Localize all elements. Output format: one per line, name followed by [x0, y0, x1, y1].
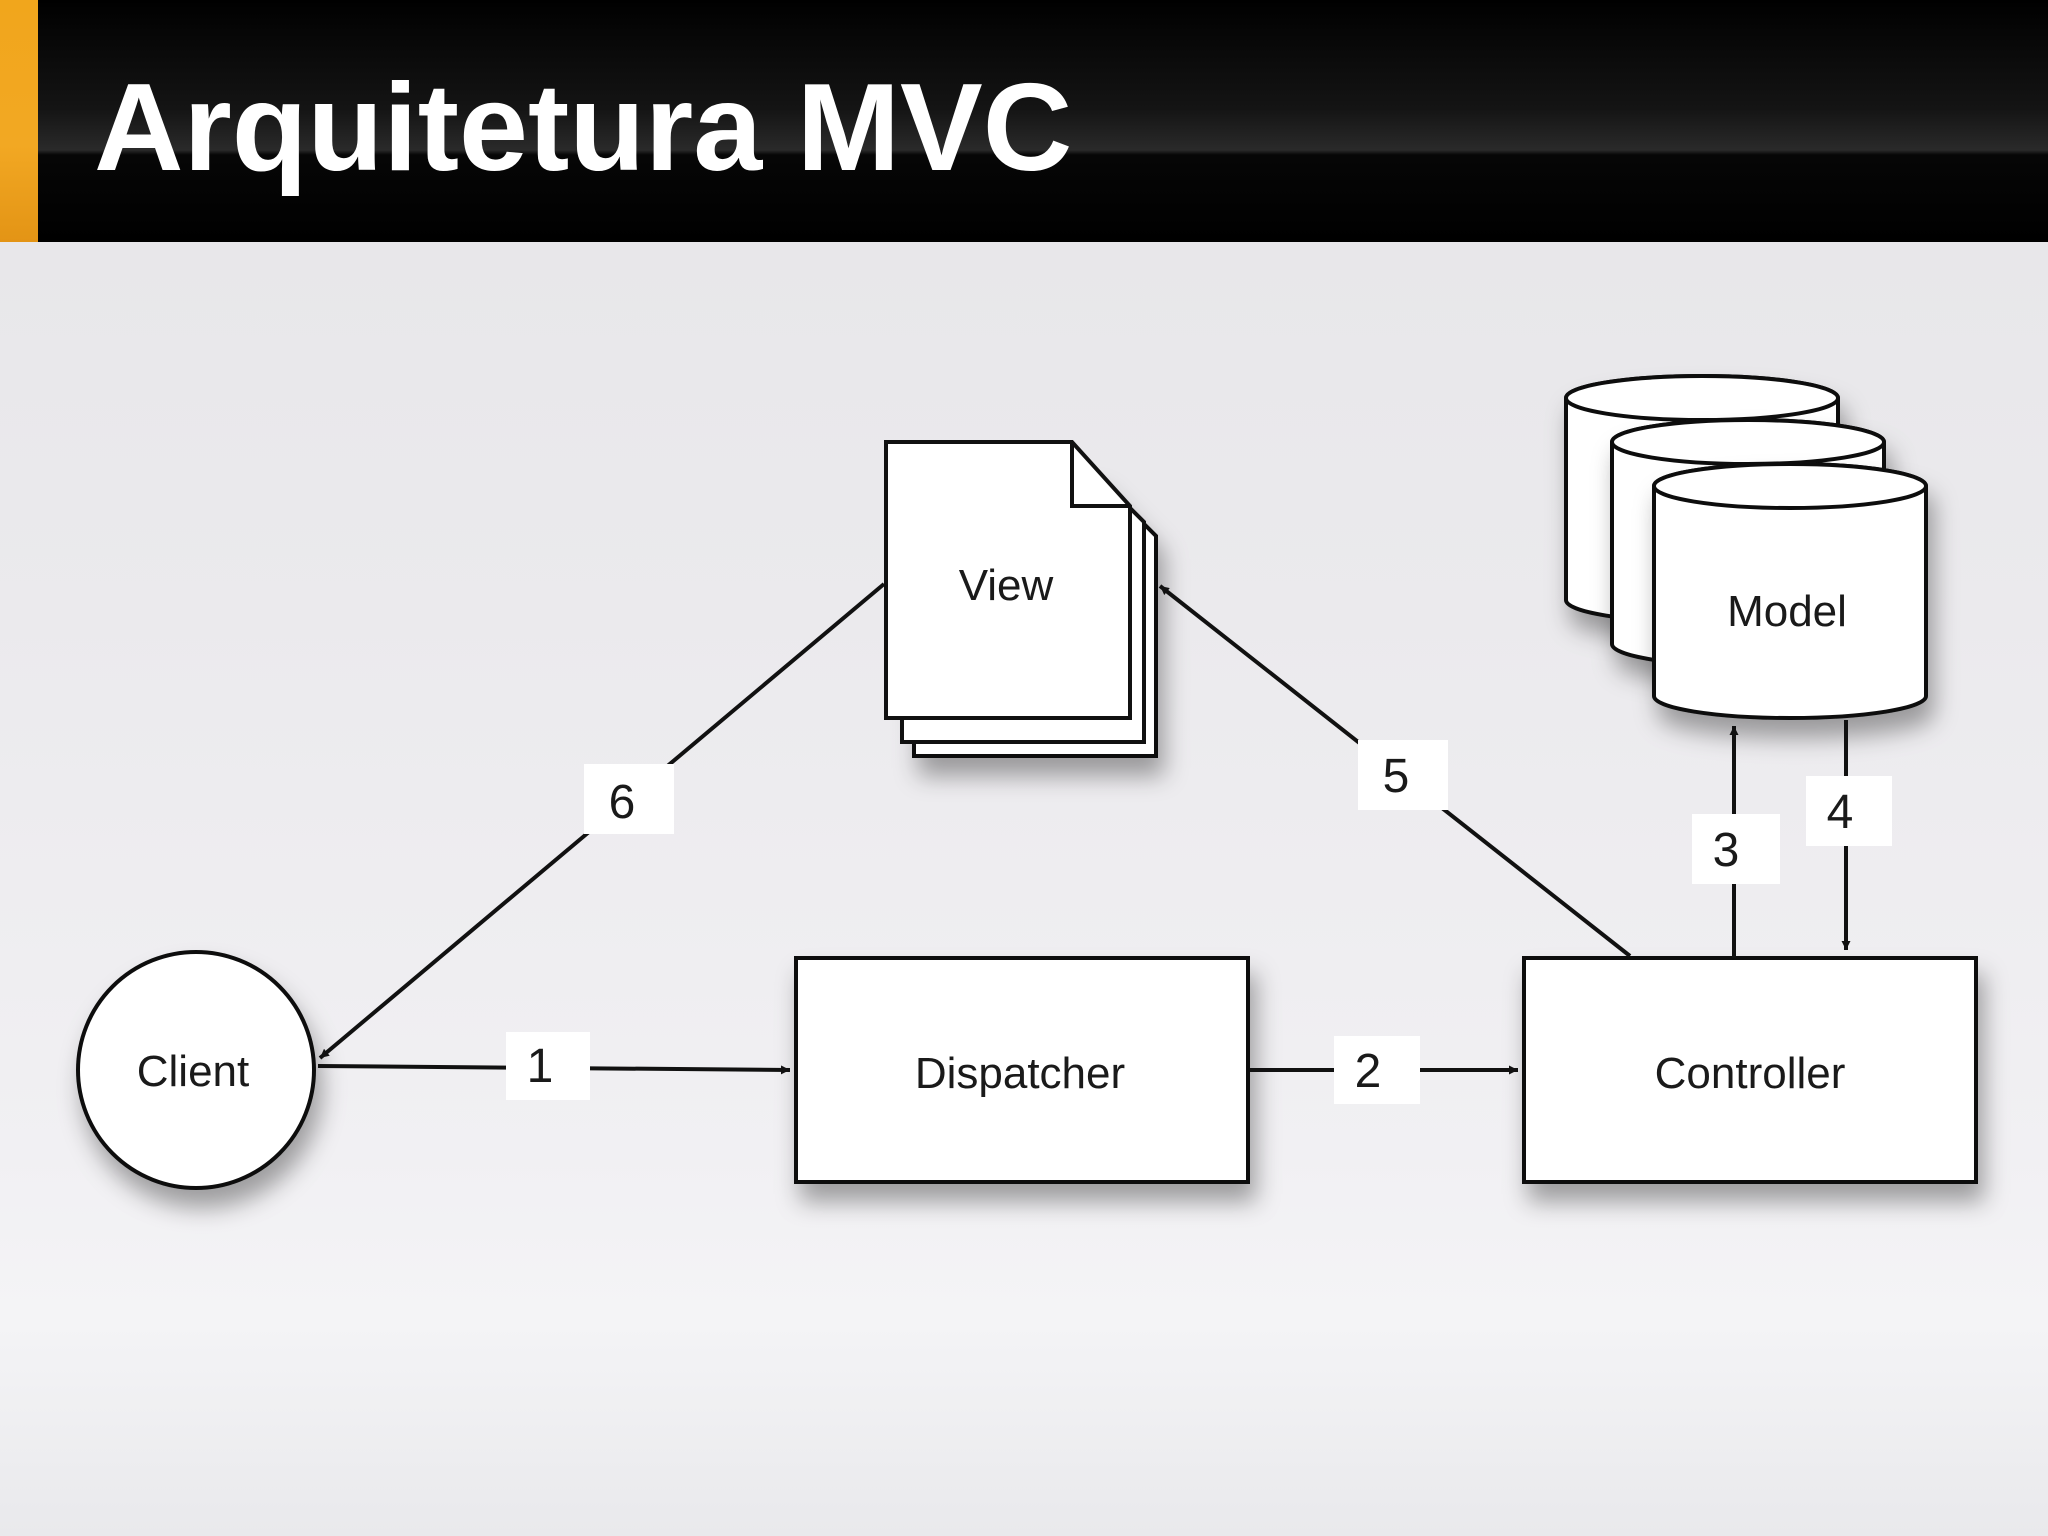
edge-model-controller: 4: [1806, 720, 1892, 950]
edge-5-label-bg: [1358, 740, 1448, 810]
accent-bar: [0, 0, 38, 242]
edge-1-label-bg: [506, 1032, 590, 1100]
edge-controller-view: 5: [1158, 584, 1632, 958]
model-cylinder-front: [1652, 462, 1928, 720]
controller-node: Controller: [1522, 956, 1978, 1184]
model-label: Model: [1727, 587, 1847, 636]
edge-3-label: 3: [1713, 824, 1740, 877]
edge-2-label-bg: [1334, 1036, 1420, 1104]
title-bar: [0, 0, 2048, 242]
dispatcher-node: Dispatcher: [794, 956, 1250, 1184]
view-node: View: [884, 440, 1158, 758]
edge-client-dispatcher: 1: [317, 1032, 791, 1100]
slide-title: Arquitetura MVC: [94, 59, 1073, 197]
edge-4-label: 4: [1827, 786, 1854, 839]
client-node: Client: [76, 950, 316, 1190]
edge-6-label: 6: [609, 776, 636, 829]
edge-dispatcher-controller: 2: [1250, 1036, 1518, 1104]
controller-label: Controller: [1655, 1049, 1846, 1098]
edge-view-client: 6: [318, 582, 886, 1060]
edge-2-label: 2: [1355, 1045, 1382, 1098]
edge-3-label-bg: [1692, 814, 1780, 884]
edge-4-label-bg: [1806, 776, 1892, 846]
view-label: View: [959, 561, 1054, 610]
edge-6-label-bg: [584, 764, 674, 834]
dispatcher-label: Dispatcher: [915, 1049, 1125, 1098]
edge-controller-model: 3: [1692, 726, 1780, 958]
view-page-front: [884, 440, 1132, 720]
edge-1-label: 1: [527, 1040, 554, 1093]
edge-5-label: 5: [1383, 750, 1410, 803]
model-node: Model: [1564, 374, 1928, 720]
client-label: Client: [137, 1047, 250, 1096]
